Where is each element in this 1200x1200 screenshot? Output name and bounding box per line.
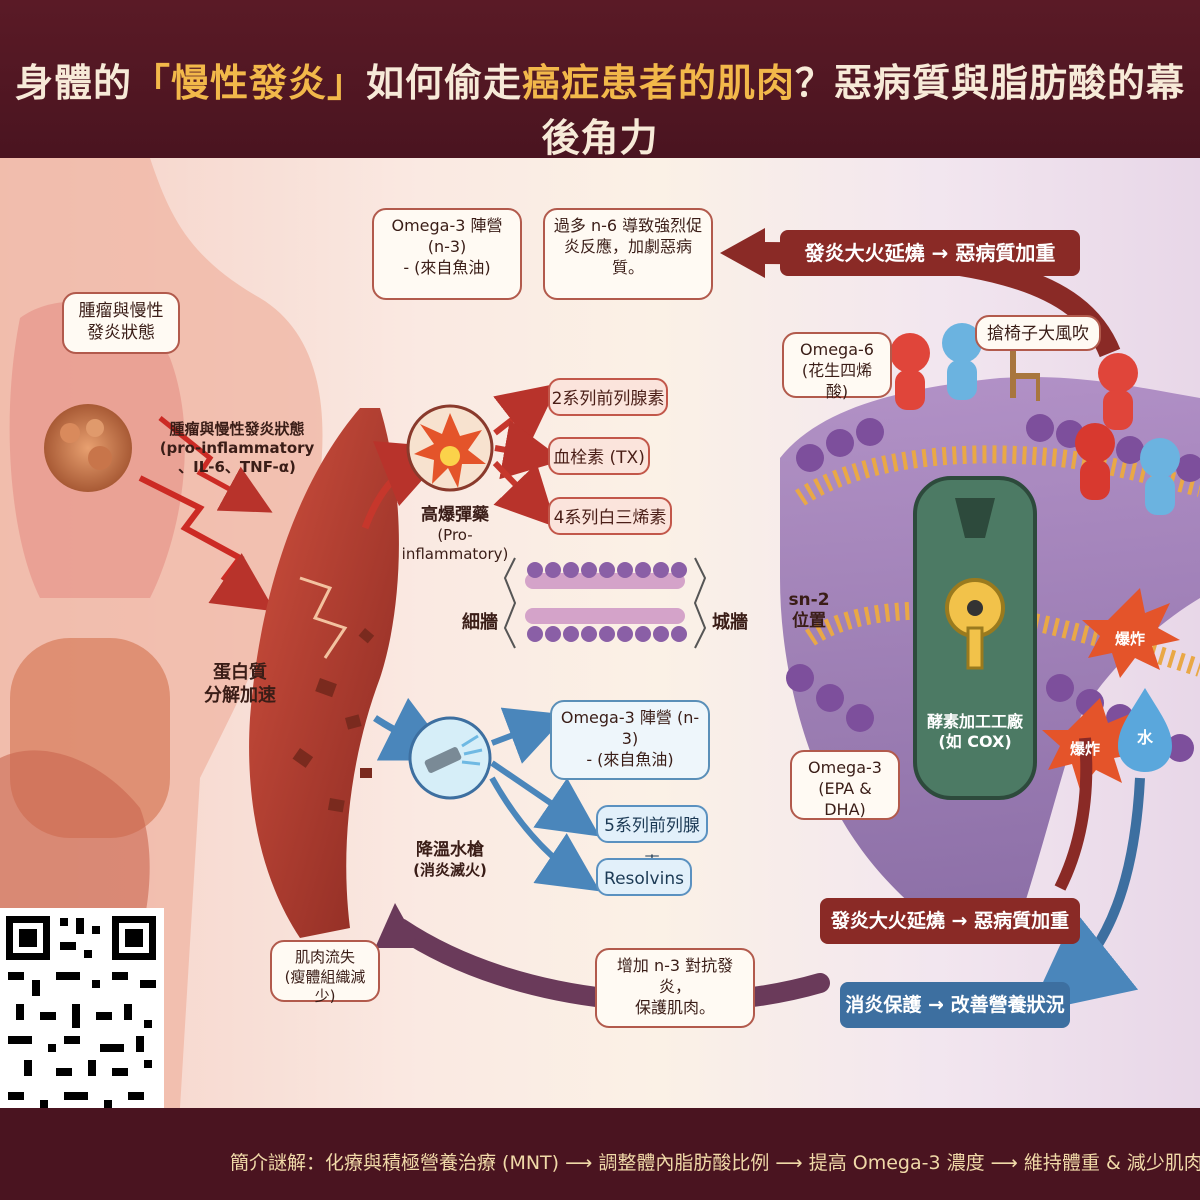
omega6-bubble: Omega-6 (花生四烯酸) [782,332,892,401]
tumor-desc: 腫瘤與慢性發炎狀態 (pro-inflammatory 、IL-6、TNF-α) [159,420,315,476]
protect-banner: 消炎保護 → 改善營養狀況 [840,982,1070,1028]
enzyme-factory [913,476,1037,800]
footer-summary: 簡介謎解：化療與積極營養治療 (MNT) ⟶ 調整體內脂肪酸比例 ⟶ 提高 Om… [230,1152,1200,1174]
red-item-2: 血栓素 (TX) [548,437,650,475]
red-item-1: 2系列前列腺素 [548,378,668,416]
chair-game-bubble: 搶椅子大風吹 [975,315,1101,351]
muscle-fragments [292,628,375,813]
city-wall-label: 城牆 [712,612,748,633]
omega6-characters [890,333,1138,500]
water-label: 水 [1136,728,1153,747]
arrow-red-3 [492,460,557,528]
inflammation-bolt-arrow [138,475,275,612]
explosion-burst-2 [1042,698,1142,790]
arrow-red-1 [493,383,559,444]
arrow-blue-3 [489,776,600,892]
n6-warning-bubble: 過多 n-6 導致強烈促 炎反應，加劇惡病質。 [543,208,713,300]
arrow-blue-2 [490,760,600,837]
bomb-explosion-icon [406,404,494,492]
omega3-right-bubble: Omega-3 (EPA & DHA) [790,750,900,820]
inflammation-bolt-arrow-2 [158,416,273,513]
footer-bar: 簡介謎解：化療與積極營養治療 (MNT) ⟶ 調整體內脂肪酸比例 ⟶ 提高 Om… [0,1108,1200,1200]
n3-protect-bubble: 增加 n-3 對抗發炎， 保護肌肉。 [595,948,755,1028]
cell-membrane-center [503,557,707,649]
explosion-burst-1 [1082,588,1180,678]
red-item-3: 4系列白三烯素 [548,497,672,535]
blue-item-1: 5系列前列腺素 [596,805,708,874]
omega3-top-bubble: Omega-3 陣營 (n-3) - (來自魚油) [372,208,522,300]
muscle-illustration [249,408,399,938]
tumor-bubble: 腫瘤與慢性 發炎狀態 [62,292,180,354]
omega3-characters [942,323,1180,515]
protect-arrow [1028,777,1145,1014]
muscle-loss-bubble: 肌肉流失 (瘦體組織減少) [270,940,380,1005]
diagram-art [0,158,1200,1108]
protein-breakdown-label: 蛋白質 分解加速 [204,662,276,706]
explosion-label-2: 爆炸 [1069,740,1100,758]
arrow-blue-1 [490,707,568,764]
fire-down-arrow [1054,737,1093,891]
body-illustration [0,158,323,1108]
chair-icon [1010,348,1040,401]
water-drop-icon [1118,688,1172,772]
explosion-label-1: 爆炸 [1114,630,1145,648]
mid-fire-banner: 發炎大火延燒 → 惡病質加重 [820,898,1080,944]
cell-wall-label: 細牆 [462,612,498,633]
bomb-label: 高爆彈藥 (Pro-inflammatory) [401,505,509,563]
arrow-red-2 [494,420,564,480]
water-gun-label: 降溫水槍 (消炎滅火) [413,840,487,880]
sn2-label: sn-2 位置 [788,590,830,632]
page-title: 身體的「慢性發炎」如何偷走癌症患者的肌肉？惡病質與脂肪酸的幕後角力 [14,61,1186,160]
tumor-icon [44,404,132,492]
enzyme-factory-label: 酵素加工工廠 (如 COX) [926,712,1023,751]
omega3-blue-bubble: Omega-3 陣營 (n-3) - (來自魚油) [550,700,710,780]
blue-item-2: Resolvins [596,858,692,896]
water-gun-icon [408,716,492,800]
top-fire-banner: 發炎大火延燒 → 惡病質加重 [780,230,1080,276]
title-bar: 身體的「慢性發炎」如何偷走癌症患者的肌肉？惡病質與脂肪酸的幕後角力 [0,0,1200,160]
